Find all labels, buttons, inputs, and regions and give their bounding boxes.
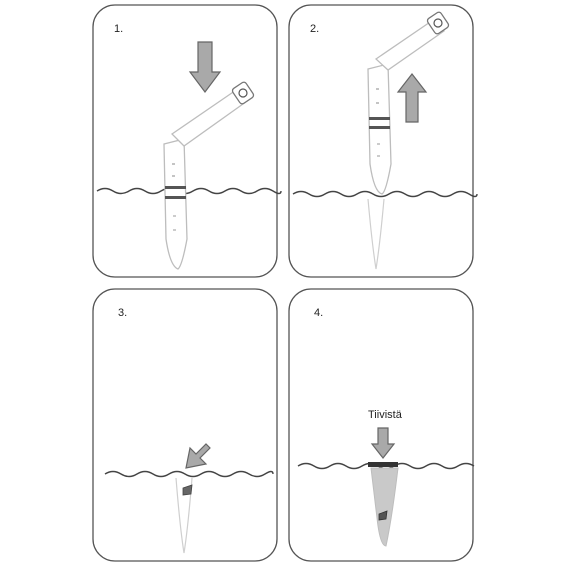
panel-4-frame (288, 288, 474, 562)
panel-1: 1. (92, 4, 282, 278)
seed-icon (378, 510, 388, 521)
ground-line (96, 187, 282, 195)
panel-4: 4. Tiivistä (288, 288, 475, 562)
soil-hole (367, 198, 385, 270)
down-arrow-icon (188, 41, 222, 93)
soil-hole (175, 477, 193, 554)
filled-hole (370, 467, 399, 547)
step-number: 4. (314, 307, 324, 319)
panel-3-frame (92, 288, 278, 562)
step-number: 3. (118, 307, 128, 319)
up-arrow-icon (396, 73, 428, 123)
diagonal-arrow-icon (185, 443, 211, 469)
seed-drop-illustration (104, 443, 274, 554)
step-number: 1. (114, 23, 124, 35)
probe-pulling-illustration (292, 11, 478, 270)
panel-3: 3. (92, 288, 278, 562)
tube-handle (374, 17, 445, 71)
ground-line (104, 470, 274, 478)
sampling-tube (163, 138, 188, 270)
press-arrow-icon (370, 427, 396, 459)
step-number: 2. (310, 23, 320, 35)
ground-line (292, 190, 478, 198)
seed-icon (182, 484, 193, 496)
probe-inserting-illustration (96, 41, 282, 270)
compact-label: Tiivistä (368, 409, 402, 421)
compact-soil-illustration (297, 427, 475, 547)
panel-2: 2. (288, 4, 478, 278)
